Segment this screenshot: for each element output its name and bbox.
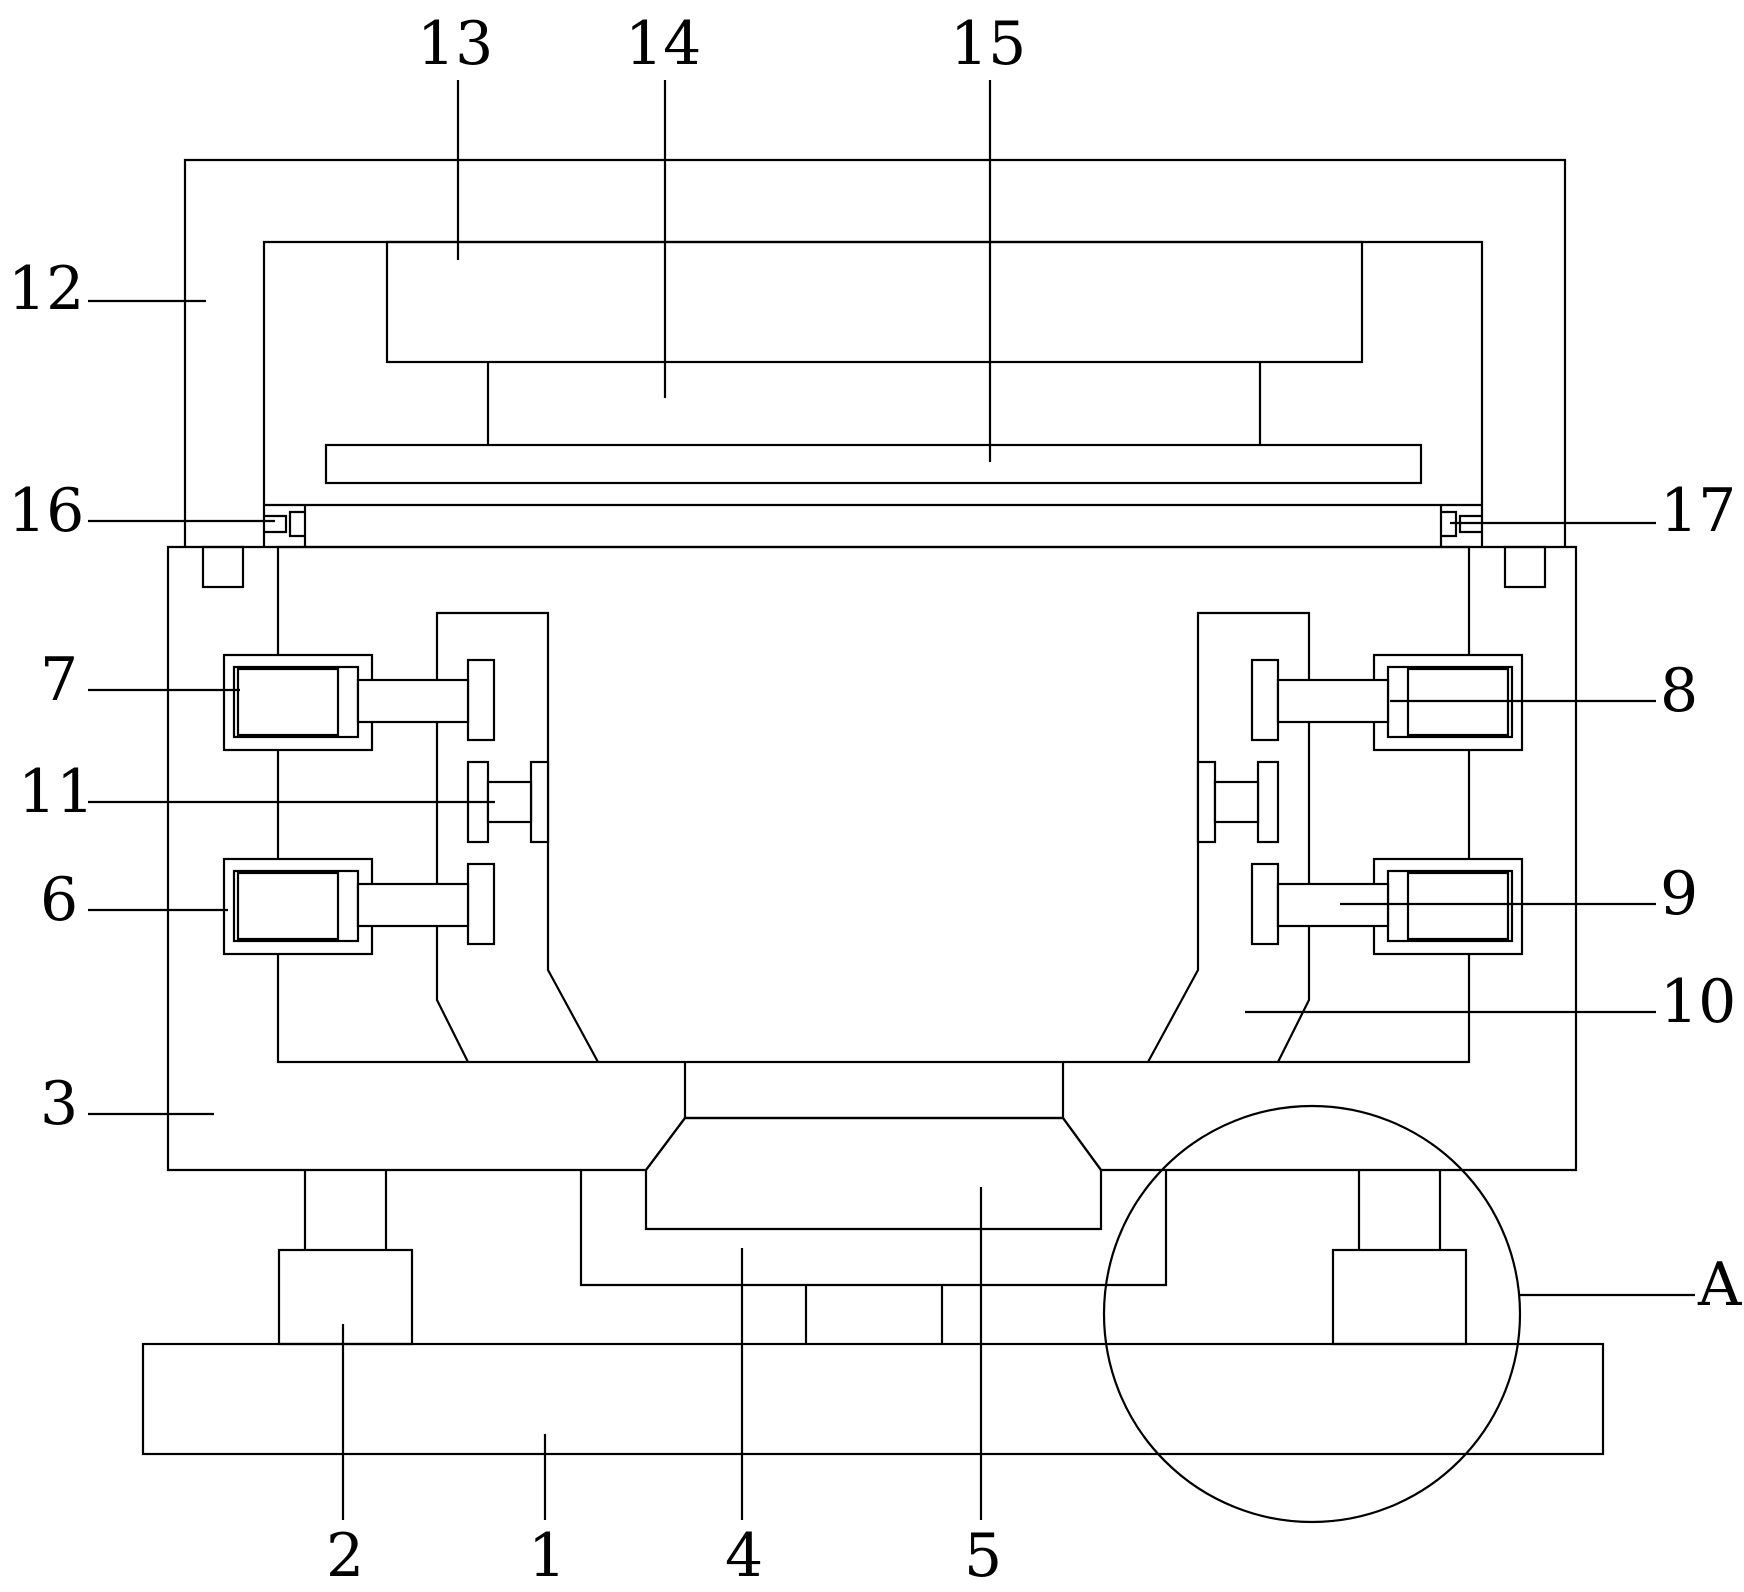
label-16: 16 <box>8 476 84 546</box>
press-plate <box>324 443 1423 485</box>
label-10: 10 <box>1660 967 1736 1037</box>
sliding-lid <box>264 503 1482 547</box>
label-1: 1 <box>528 1521 566 1591</box>
spring-box-left-top <box>222 653 470 752</box>
right-support <box>1331 1170 1468 1346</box>
leader-lines <box>88 80 1695 1520</box>
label-7: 7 <box>40 645 78 715</box>
label-8: 8 <box>1660 656 1698 726</box>
label-2: 2 <box>326 1521 364 1591</box>
part-labels: 12 13 14 15 16 17 7 8 11 6 9 10 3 A 2 1 … <box>8 9 1742 1591</box>
central-column <box>644 1116 1103 1231</box>
label-A: A <box>1697 1250 1742 1320</box>
label-13: 13 <box>417 9 493 79</box>
label-5: 5 <box>964 1521 1002 1591</box>
spring-box-right-top <box>1276 653 1524 752</box>
main-housing <box>166 545 1578 1172</box>
label-11: 11 <box>18 757 94 827</box>
label-4: 4 <box>725 1521 763 1591</box>
label-9: 9 <box>1660 859 1698 929</box>
label-3: 3 <box>40 1069 78 1139</box>
left-clamp-arm <box>435 611 599 1063</box>
label-12: 12 <box>8 254 84 324</box>
label-14: 14 <box>625 9 701 79</box>
label-15: 15 <box>950 9 1026 79</box>
base-plate <box>141 1342 1605 1456</box>
spring-box-right-bottom <box>1276 857 1524 956</box>
top-box <box>385 240 1364 364</box>
label-6: 6 <box>40 865 78 935</box>
left-support <box>277 1170 414 1346</box>
spring-box-left-bottom <box>222 857 470 956</box>
outer-frame <box>183 158 1567 547</box>
inner-frame <box>262 240 1484 547</box>
lower-bracket <box>579 1170 1168 1344</box>
label-17: 17 <box>1660 476 1736 546</box>
detail-circle <box>1102 1104 1522 1524</box>
